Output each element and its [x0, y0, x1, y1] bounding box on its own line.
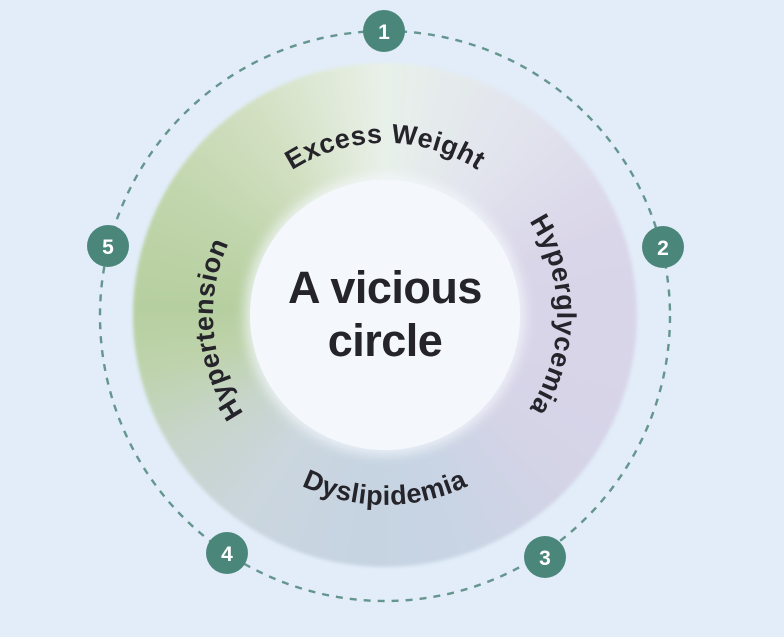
svg-text:Hypertension: Hypertension	[189, 234, 249, 426]
diagram-title: A vicious circle	[288, 262, 482, 366]
svg-text:Excess Weight: Excess Weight	[280, 119, 491, 176]
ring-label-dyslipidemia: Dyslipidemia	[299, 464, 471, 512]
step-badge-2: 2	[642, 226, 684, 268]
badge-2-number: 2	[657, 237, 669, 260]
step-badge-4: 4	[206, 532, 248, 574]
badge-4-circle	[206, 532, 248, 574]
dashed-orbit-circle	[98, 29, 672, 603]
step-badge-3: 3	[524, 536, 566, 578]
ring-label-hyperglycemia: Hyperglycemia	[524, 209, 581, 422]
badge-4-number: 4	[221, 543, 233, 566]
badge-3-circle	[524, 536, 566, 578]
center-circle: A vicious circle	[250, 180, 520, 450]
ring-label-hypertension: Hypertension	[189, 234, 248, 426]
svg-text:Dyslipidemia: Dyslipidemia	[299, 464, 471, 512]
badge-5-circle	[87, 225, 129, 267]
badge-3-number: 3	[539, 547, 551, 570]
svg-text:Hyperglycemia: Hyperglycemia	[524, 209, 581, 422]
step-badge-1: 1	[363, 10, 405, 52]
badge-1-circle	[363, 10, 405, 52]
ring-label-excess-weight: Excess Weight	[280, 119, 490, 176]
badge-2-circle	[642, 226, 684, 268]
step-badge-5: 5	[87, 225, 129, 267]
badge-1-number: 1	[378, 21, 390, 44]
badge-5-number: 5	[102, 236, 114, 259]
